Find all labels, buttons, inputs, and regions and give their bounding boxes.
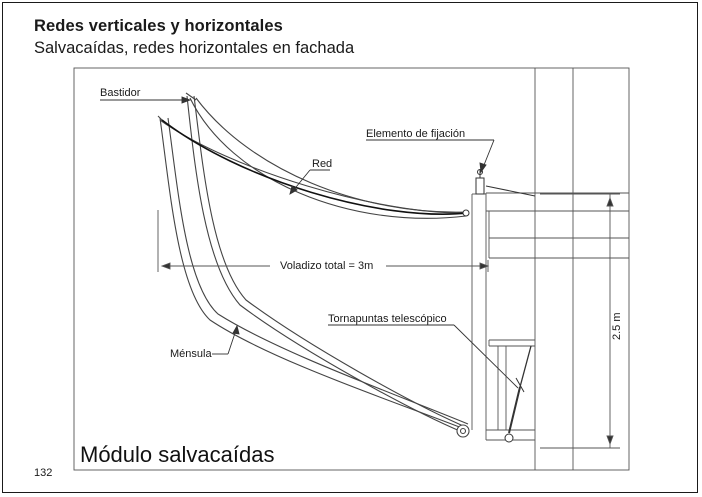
label-elemento-fijacion: Elemento de fijación: [366, 128, 465, 140]
net-line: [161, 119, 469, 215]
page-number: 132: [34, 467, 53, 479]
fixing-element: [475, 169, 536, 197]
page-frame: [2, 2, 698, 493]
section-heading: Redes verticales y horizontales: [34, 17, 283, 35]
height-dimension-label: 2.5 m: [611, 312, 623, 340]
figure-frame: [73, 67, 630, 471]
frame-bastidor: [157, 92, 469, 219]
voladizo-label: Voladizo total = 3m: [280, 260, 373, 272]
label-tornapuntas: Tornapuntas telescópico: [328, 313, 447, 325]
label-bastidor: Bastidor: [100, 87, 141, 99]
bracket-arm: [159, 95, 470, 438]
height-dimension: [540, 193, 620, 449]
net-anchor: [462, 209, 470, 217]
label-red: Red: [312, 158, 332, 170]
section-subheading: Salvacaídas, redes horizontales en facha…: [34, 39, 355, 57]
module-caption: Módulo salvacaídas: [80, 442, 274, 467]
building-structure: [471, 68, 629, 470]
telescopic-strut: [504, 345, 532, 443]
leader-lines: [100, 96, 519, 389]
voladizo-label-bg: [270, 257, 386, 273]
label-mensula: Ménsula: [170, 348, 212, 360]
